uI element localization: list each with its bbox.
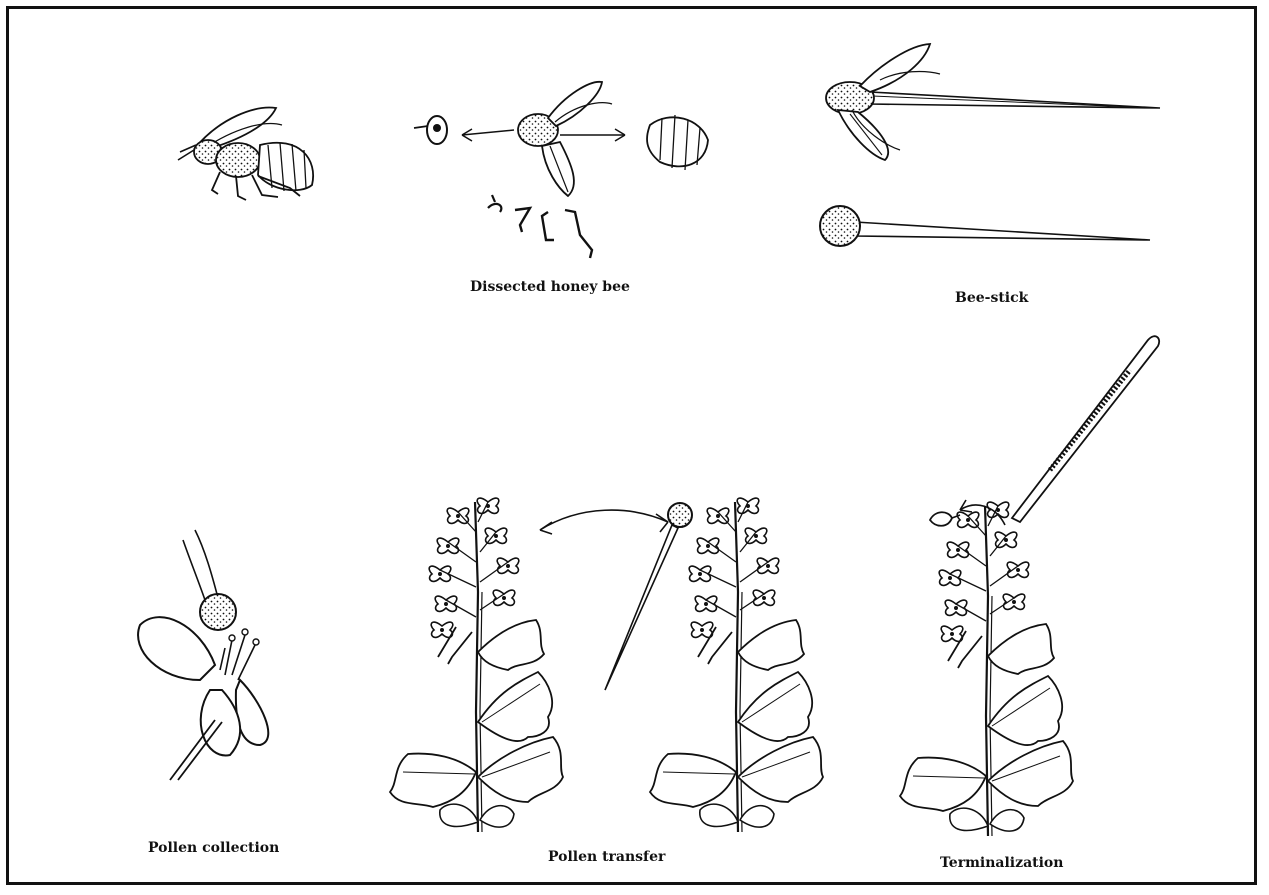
caption-pollen-collection: Pollen collection [148, 840, 279, 856]
caption-dissected-honey-bee: Dissected honey bee [470, 279, 630, 295]
caption-terminalization: Terminalization [940, 855, 1063, 871]
dissected-bee [414, 82, 708, 258]
honey-bee [178, 108, 313, 200]
pollen-transfer-illustration [390, 498, 823, 832]
terminalization-illustration [900, 336, 1159, 836]
caption-pollen-transfer: Pollen transfer [548, 849, 665, 865]
pollen-collection-illustration [138, 530, 268, 780]
caption-bee-stick: Bee-stick [955, 290, 1028, 306]
bee-stick-illustration [820, 44, 1160, 246]
